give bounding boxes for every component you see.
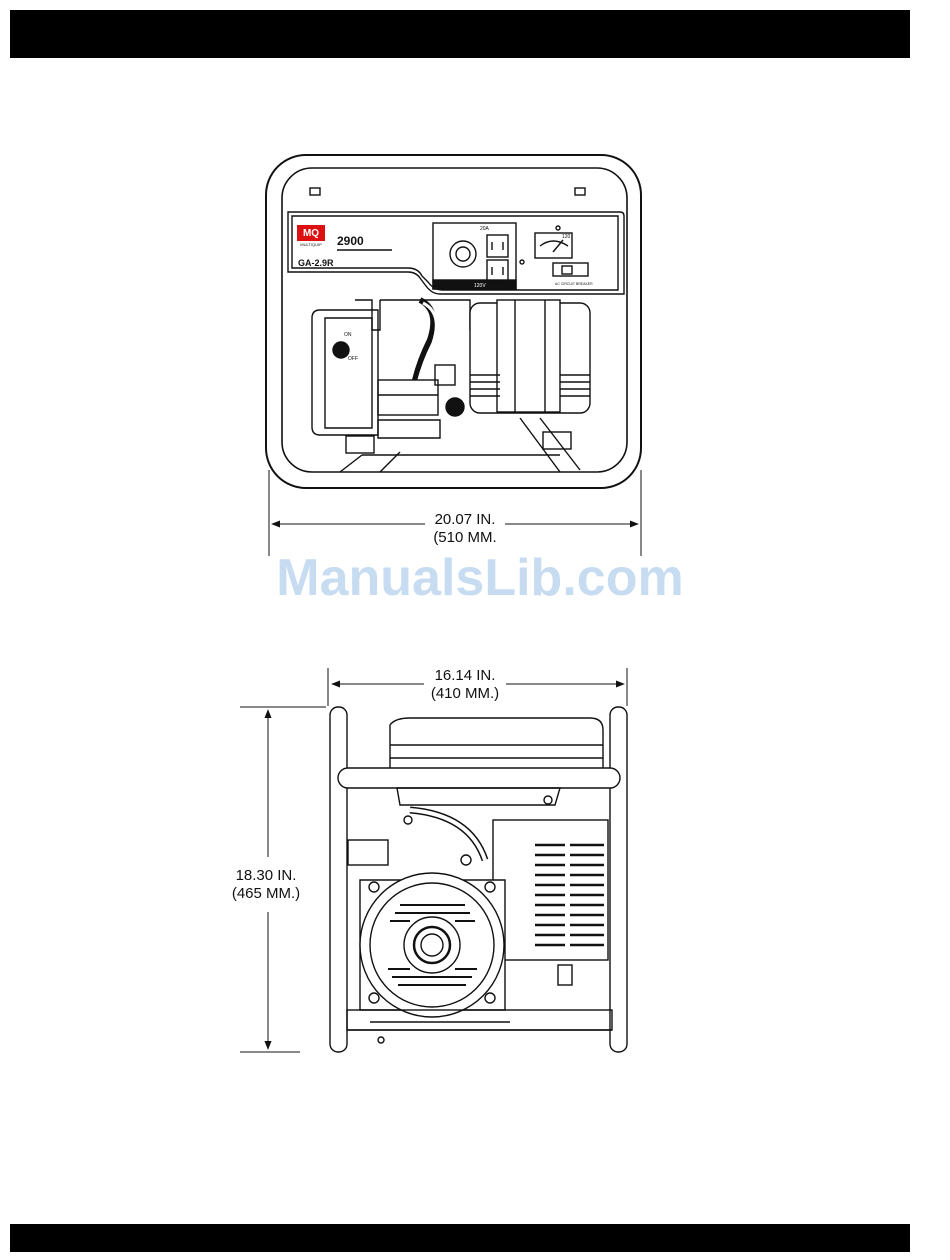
- meter-label: 120: [562, 234, 571, 240]
- front-width-mm: (510 MM.: [433, 529, 496, 546]
- side-width-in: 16.14 IN.: [435, 667, 496, 684]
- outlet-volt-label: 120V: [474, 283, 486, 289]
- front-width-in: 20.07 IN.: [435, 511, 496, 528]
- side-view-drawing: [330, 707, 627, 1052]
- model-number: 2900: [337, 234, 364, 248]
- model-code: GA-2.9R: [298, 258, 334, 268]
- side-width-mm: (410 MM.): [431, 685, 499, 702]
- breaker-label: AC CIRCUIT BREAKER: [555, 282, 593, 286]
- side-height-mm: (465 MM.): [232, 885, 300, 902]
- outlet-amp-label: 20A: [480, 226, 490, 232]
- switch-on-label: ON: [344, 332, 352, 338]
- switch-off-label: OFF: [348, 356, 358, 362]
- front-view-drawing: [266, 155, 641, 488]
- brand-sub: MULTIQUIP: [300, 242, 322, 247]
- side-height-in: 18.30 IN.: [236, 867, 297, 884]
- brand-logo: MQ: [303, 228, 319, 239]
- watermark: ManualsLib.com: [230, 548, 730, 608]
